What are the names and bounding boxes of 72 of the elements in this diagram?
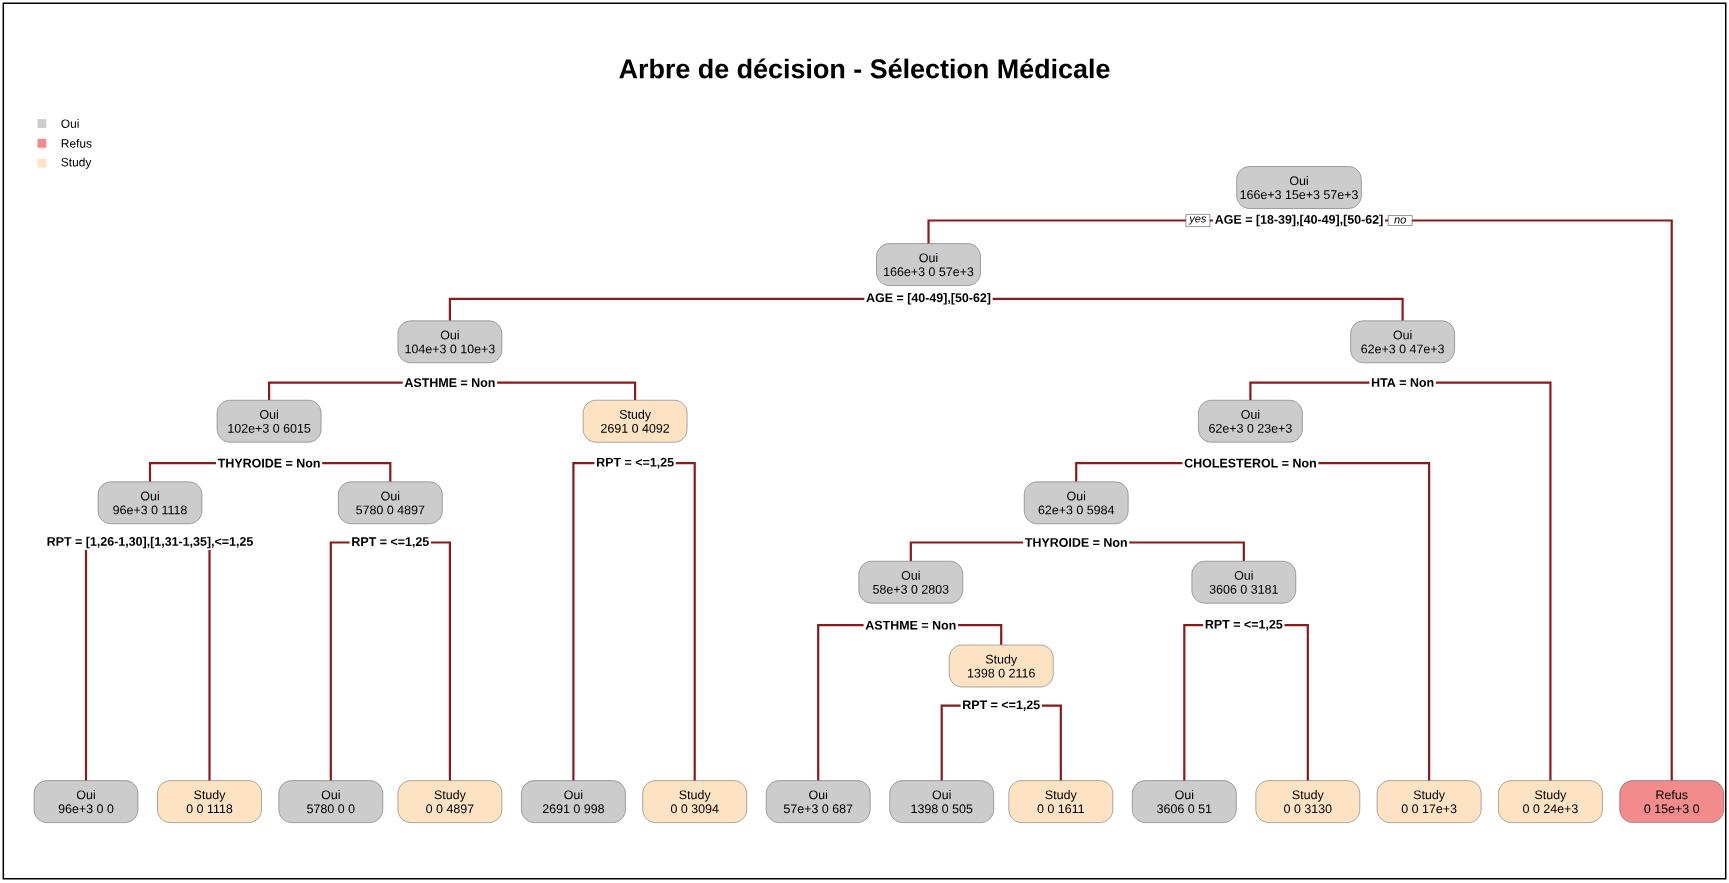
decision-node: Oui 102e+3 0 6015: [216, 400, 322, 443]
leaf-node: Study 0 0 3130: [1255, 780, 1360, 823]
branch-line: [1435, 381, 1552, 781]
leaf-node: Oui 1398 0 505: [889, 780, 994, 823]
split-label: CHOLESTEROL = Non: [1182, 457, 1319, 469]
split-label: RPT = [1,26-1,30],[1,31-1,35],<=1,25: [45, 535, 255, 550]
split-label: RPT = <=1,25: [1203, 618, 1285, 632]
leaf-node: Study 0 0 1118: [157, 780, 262, 823]
branch-line: [1041, 704, 1062, 781]
branch-line: [1129, 541, 1245, 561]
decision-node: Oui 96e+3 0 1118: [97, 481, 203, 524]
branch-line: [1318, 462, 1431, 781]
split-label: HTA = Non: [1369, 376, 1436, 389]
leaf-node: Study 0 0 17e+3: [1376, 780, 1482, 823]
split-label: RPT = <=1,25: [960, 698, 1042, 713]
branch-line: [909, 541, 1024, 561]
decision-node: Oui 62e+3 0 23e+3: [1198, 400, 1303, 443]
branch-line: [958, 624, 1003, 645]
branch-line: [84, 550, 88, 781]
branch-line: [927, 219, 1214, 244]
branch-line: [1385, 219, 1673, 781]
branch-line: [448, 297, 865, 321]
split-label: THYROIDE = Non: [216, 457, 322, 469]
branch-line: [329, 541, 350, 781]
branch-line: [675, 462, 696, 781]
decision-node: Oui 62e+3 0 47e+3: [1350, 320, 1455, 363]
decision-node: Oui 3606 0 3181: [1191, 561, 1296, 604]
split-label: THYROIDE = Non: [1023, 536, 1130, 549]
branch-line: [268, 381, 403, 400]
decision-node: Study 1398 0 2116: [949, 644, 1054, 688]
leaf-node: Oui 2691 0 998: [521, 780, 626, 823]
branch-line: [1075, 462, 1183, 482]
legend-label: Oui: [61, 119, 79, 128]
leaf-node: Study 0 0 24e+3: [1498, 780, 1603, 823]
branch-line: [1183, 624, 1204, 781]
branch-line: [572, 462, 595, 781]
decision-node: Oui 62e+3 0 5984: [1024, 481, 1129, 524]
split-label: ASTHME = Non: [402, 376, 497, 389]
branch-line: [1249, 381, 1370, 400]
branch-line: [992, 297, 1404, 321]
branch-line: [1284, 624, 1309, 781]
decision-node: Oui 5780 0 4897: [338, 481, 443, 524]
branch-line: [322, 462, 392, 482]
edge-label: yes: [1185, 214, 1211, 227]
legend-label: Refus: [61, 138, 92, 148]
decision-node: Oui 166e+3 15e+3 57e+3: [1236, 166, 1362, 209]
leaf-node: Study 0 0 3094: [642, 780, 747, 823]
leaf-node: Study 0 0 4897: [397, 780, 503, 823]
decision-node: Oui 166e+3 0 57e+3: [876, 243, 981, 286]
decision-node: Oui 104e+3 0 10e+3: [397, 320, 503, 363]
branch-line: [148, 462, 217, 482]
leaf-node: Oui 57e+3 0 687: [766, 780, 871, 823]
legend-label: Study: [61, 157, 92, 169]
split-label: ASTHME = Non: [863, 619, 958, 632]
leaf-node: Refus 0 15e+3 0: [1619, 780, 1724, 823]
decision-node: Study 2691 0 4092: [582, 400, 688, 443]
branch-line: [940, 704, 961, 781]
branch-line: [208, 550, 211, 781]
leaf-node: Oui 3606 0 51: [1132, 780, 1237, 823]
split-label: RPT = <=1,25: [349, 535, 431, 550]
edge-label: no: [1388, 215, 1413, 226]
branch-line: [497, 381, 637, 400]
branch-line: [817, 624, 864, 781]
split-label: AGE = [18-39],[40-49],[50-62]: [1213, 213, 1385, 228]
leaf-node: Study 0 0 1611: [1008, 780, 1113, 823]
split-label: RPT = <=1,25: [594, 456, 676, 470]
title: Arbre de décision - Sélection Médicale: [619, 58, 1110, 79]
leaf-node: Oui 5780 0 0: [278, 780, 383, 823]
decision-node: Oui 58e+3 0 2803: [858, 561, 963, 604]
leaf-node: Oui 96e+3 0 0: [33, 780, 139, 823]
split-label: AGE = [40-49],[50-62]: [864, 291, 993, 307]
branch-line: [430, 541, 451, 781]
